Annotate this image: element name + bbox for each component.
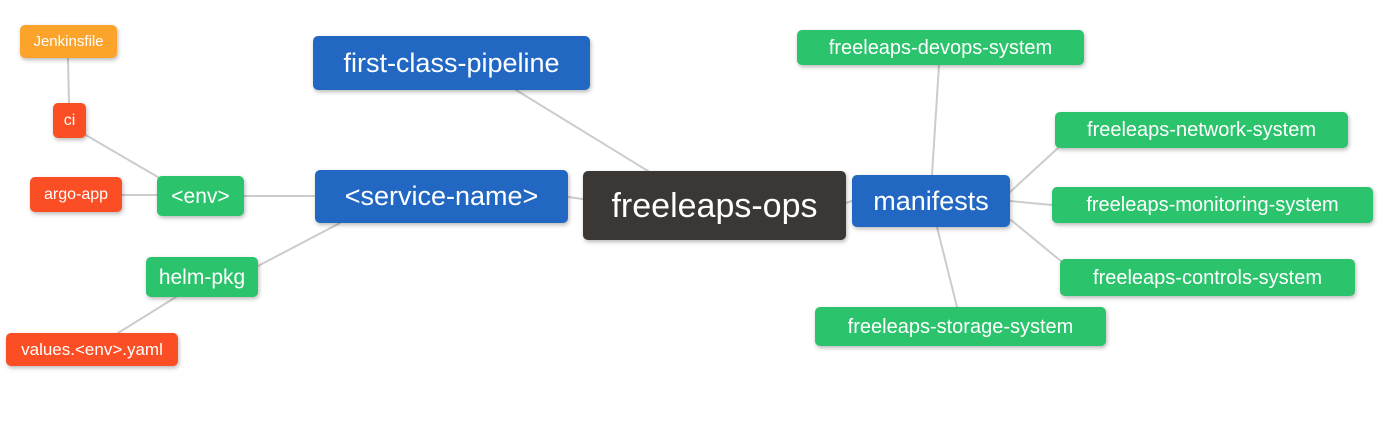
mindmap-node-devops-system[interactable]: freeleaps-devops-system (797, 30, 1084, 65)
mindmap-node-argo-app[interactable]: argo-app (30, 177, 122, 212)
mindmap-node-manifests[interactable]: manifests (852, 175, 1010, 227)
mindmap-node-first-class-pipeline[interactable]: first-class-pipeline (313, 36, 590, 90)
mindmap-node-helm-pkg[interactable]: helm-pkg (146, 257, 258, 297)
mindmap-node-jenkinsfile[interactable]: Jenkinsfile (20, 25, 117, 58)
mindmap-node-network-system[interactable]: freeleaps-network-system (1055, 112, 1348, 148)
edge-manifests-to-controls-system (1010, 219, 1063, 263)
edge-helm-pkg-to-service-name (257, 222, 341, 267)
edge-values-env-yaml-to-helm-pkg (117, 296, 177, 334)
mindmap-node-storage-system[interactable]: freeleaps-storage-system (815, 307, 1106, 346)
mindmap-node-monitoring-system[interactable]: freeleaps-monitoring-system (1052, 187, 1373, 223)
edge-first-class-pipeline-to-freeleaps-ops (515, 89, 649, 172)
mindmap-node-ci[interactable]: ci (53, 103, 86, 138)
edge-manifests-to-devops-system (931, 64, 940, 176)
mindmap-node-service-name[interactable]: <service-name> (315, 170, 568, 223)
mindmap-node-freeleaps-ops[interactable]: freeleaps-ops (583, 171, 846, 240)
mindmap-node-controls-system[interactable]: freeleaps-controls-system (1060, 259, 1355, 296)
edge-ci-to-env (83, 133, 164, 181)
edge-manifests-to-storage-system (936, 226, 958, 308)
edge-jenkinsfile-to-ci (67, 57, 70, 104)
edge-manifests-to-monitoring-system (1009, 200, 1053, 206)
mindmap-node-env[interactable]: <env> (157, 176, 244, 216)
mindmap-node-values-env-yaml[interactable]: values.<env>.yaml (6, 333, 178, 366)
edge-manifests-to-network-system (1009, 147, 1059, 193)
edge-service-name-to-freeleaps-ops (567, 196, 584, 200)
